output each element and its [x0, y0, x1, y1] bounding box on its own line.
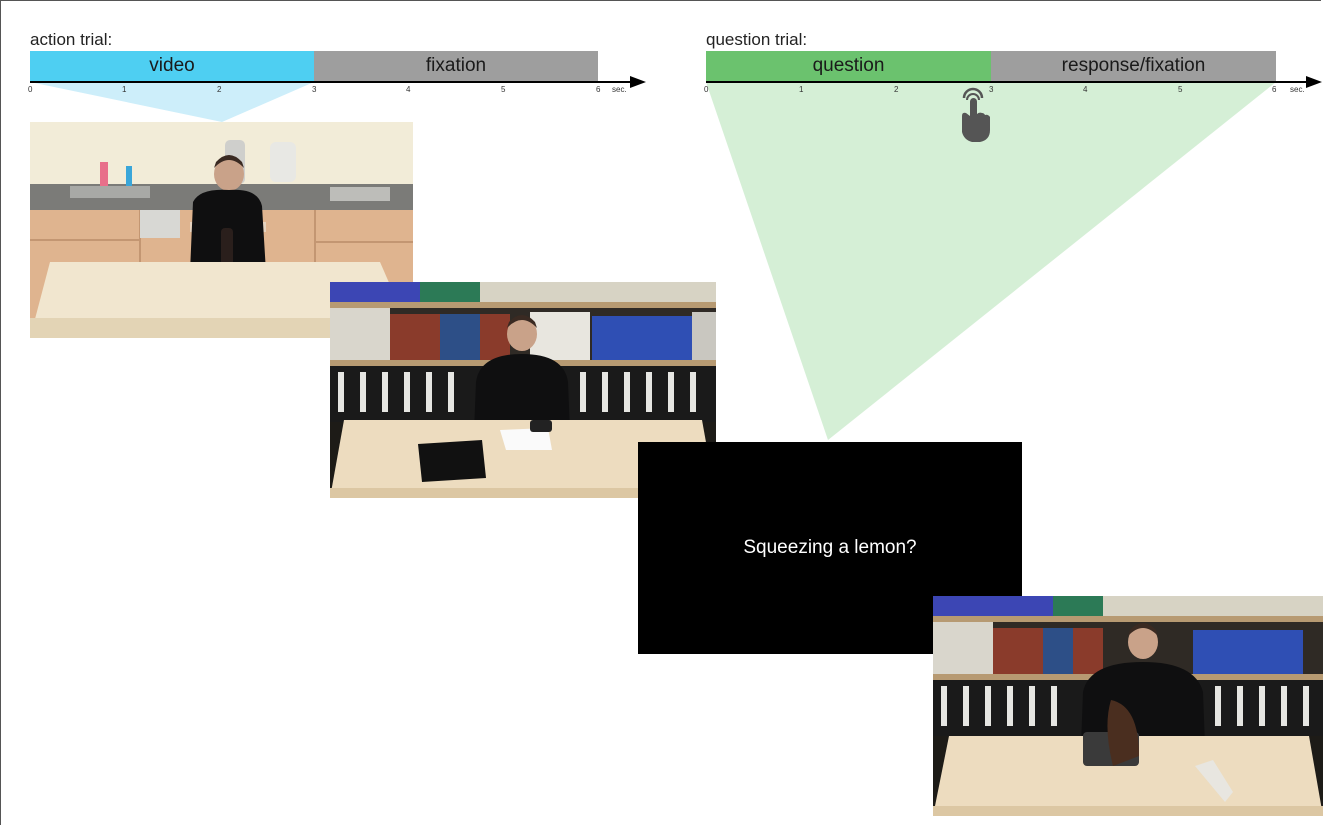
action-tick-1: 1: [122, 85, 127, 94]
action-tick-4: 4: [406, 85, 411, 94]
hand-tap-icon: [962, 87, 990, 142]
bookshelf-bag-video-frame: [933, 596, 1323, 816]
question-tick-6: 6: [1272, 85, 1277, 94]
video-segment: video: [30, 51, 314, 81]
video-wedge: [30, 82, 314, 122]
question-trial-title: question trial:: [706, 30, 808, 49]
question-tick-4: 4: [1083, 85, 1088, 94]
action-trial-title: action trial:: [30, 30, 113, 49]
question-tick-5: 5: [1178, 85, 1183, 94]
fixation-segment: fixation: [314, 51, 598, 81]
action-tick-2: 2: [217, 85, 222, 94]
action-tick-6: 6: [596, 85, 601, 94]
question-segment: question: [706, 51, 991, 81]
question-tick-2: 2: [894, 85, 899, 94]
question-wedge: [706, 82, 1276, 440]
question-tick-3: 3: [989, 85, 994, 94]
question-tick-1: 1: [799, 85, 804, 94]
question-tick-0: 0: [704, 85, 709, 94]
action-tick-5: 5: [501, 85, 506, 94]
action-unit: sec.: [612, 85, 627, 94]
action-tick-0: 0: [28, 85, 33, 94]
action-tick-3: 3: [312, 85, 317, 94]
action-axis-arrow: [630, 76, 646, 88]
question-unit: sec.: [1290, 85, 1305, 94]
response-fixation-segment: response/fixation: [991, 51, 1276, 81]
question-axis-arrow: [1306, 76, 1322, 88]
bookshelf-action-video-frame: [330, 282, 716, 498]
